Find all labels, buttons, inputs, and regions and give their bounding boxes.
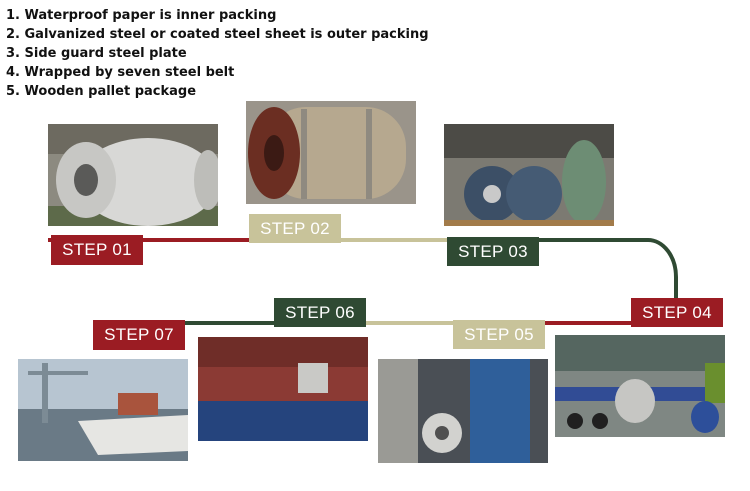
note-3: 3. Side guard steel plate [6,46,187,61]
route-segment-3-4 [450,238,678,300]
step-06-label: STEP 06 [274,298,366,327]
photo-ship-hold-cargo [198,337,368,441]
photo-trucks-with-coils [555,335,725,437]
photo-container-loading [378,359,548,463]
note-1: 1. Waterproof paper is inner packing [6,8,277,23]
note-5: 5. Wooden pallet package [6,84,197,99]
step-01-label: STEP 01 [51,235,143,265]
note-4: 4. Wrapped by seven steel belt [6,65,235,80]
step-07-label: STEP 07 [93,320,185,350]
step-05-label: STEP 05 [453,320,545,349]
step-03-label: STEP 03 [447,237,539,266]
photo-steel-coils-warehouse [48,124,218,226]
note-2: 2. Galvanized steel or coated steel shee… [6,27,429,42]
step-02-label: STEP 02 [249,214,341,243]
photo-paper-wrapped-coil [246,101,416,204]
packing-notes: 1. Waterproof paper is inner packing 2. … [6,6,429,101]
photo-container-ship-port [18,359,188,461]
step-04-label: STEP 04 [631,298,723,327]
photo-coils-stacked [444,124,614,226]
